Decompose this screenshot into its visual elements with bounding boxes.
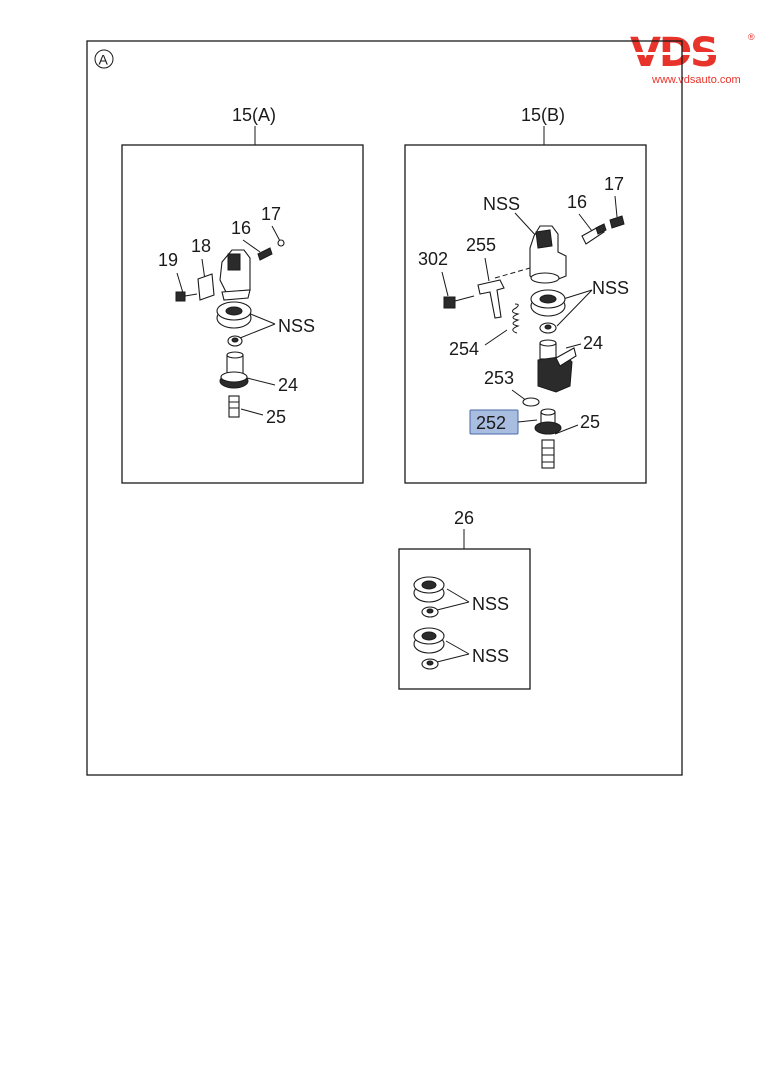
part-a-25-pin <box>228 395 240 418</box>
part-b-24-shaft <box>537 339 577 393</box>
group-15b-title: 15(B) <box>521 105 565 125</box>
label-b-252-highlight[interactable]: 252 <box>469 409 519 435</box>
part-b-16-fitting <box>581 223 607 245</box>
part-b-25-pin <box>541 439 555 469</box>
group-15b: 15(B) NSS 16 17 302 255 NSS 254 24 253 2… <box>404 105 647 484</box>
label-a-24: 24 <box>278 375 298 395</box>
part-a-18-plate <box>197 273 215 301</box>
group-26-title: 26 <box>454 508 474 528</box>
label-a-nss: NSS <box>278 316 315 336</box>
group-15b-box <box>404 144 647 484</box>
group-15a: 15(A) 19 18 16 17 NSS 24 25 <box>121 105 364 484</box>
label-b-255: 255 <box>466 235 496 255</box>
label-b-254: 254 <box>449 339 479 359</box>
label-26-nss-2: NSS <box>472 646 509 666</box>
part-a-selector <box>219 249 251 301</box>
label-b-17: 17 <box>604 174 624 194</box>
page-marker-circle <box>94 49 114 69</box>
label-26-nss-1: NSS <box>472 594 509 614</box>
label-a-17: 17 <box>261 204 281 224</box>
logo-stripe <box>634 52 744 55</box>
part-26-washer-1 <box>421 606 439 618</box>
page-marker: A <box>99 52 109 68</box>
part-a-seal <box>216 301 252 329</box>
label-b-nss-mid: NSS <box>592 278 629 298</box>
part-b-302-bolt <box>443 295 475 309</box>
vds-logo: VDS ® www.vdsauto.com <box>630 30 755 86</box>
part-b-254-spring <box>512 303 520 334</box>
label-a-19: 19 <box>158 250 178 270</box>
part-b-252-gear <box>534 408 562 435</box>
outer-frame <box>86 40 683 776</box>
part-b-selector <box>529 225 567 284</box>
part-b-17-cap <box>609 215 625 229</box>
group-15a-title: 15(A) <box>232 105 276 125</box>
part-a-19-bolt <box>175 291 198 302</box>
label-b-16: 16 <box>567 192 587 212</box>
label-b-24: 24 <box>583 333 603 353</box>
group-15a-box <box>121 144 364 484</box>
part-26-seal-1 <box>413 576 445 603</box>
part-a-24-gear <box>219 351 249 389</box>
group-26-box <box>398 548 531 690</box>
part-b-seal <box>530 289 566 317</box>
part-a-17-cap <box>277 239 285 247</box>
label-b-302: 302 <box>418 249 448 269</box>
part-b-255-lever <box>477 279 505 319</box>
label-b-nss-top: NSS <box>483 194 520 214</box>
label-b-253: 253 <box>484 368 514 388</box>
logo-url: www.vdsauto.com <box>651 74 741 86</box>
part-b-washer <box>539 322 557 334</box>
label-b-252[interactable]: 252 <box>476 413 506 433</box>
part-26-washer-2 <box>421 658 439 670</box>
label-b-25: 25 <box>580 412 600 432</box>
label-a-25: 25 <box>266 407 286 427</box>
part-a-16-fitting <box>257 247 273 261</box>
part-26-seal-2 <box>413 627 445 654</box>
part-a-washer <box>227 335 243 347</box>
label-a-18: 18 <box>191 236 211 256</box>
group-26: 26 NSS NSS <box>398 508 531 690</box>
logo-trademark: ® <box>748 32 755 42</box>
label-a-16: 16 <box>231 218 251 238</box>
part-b-253-washer <box>522 397 540 407</box>
